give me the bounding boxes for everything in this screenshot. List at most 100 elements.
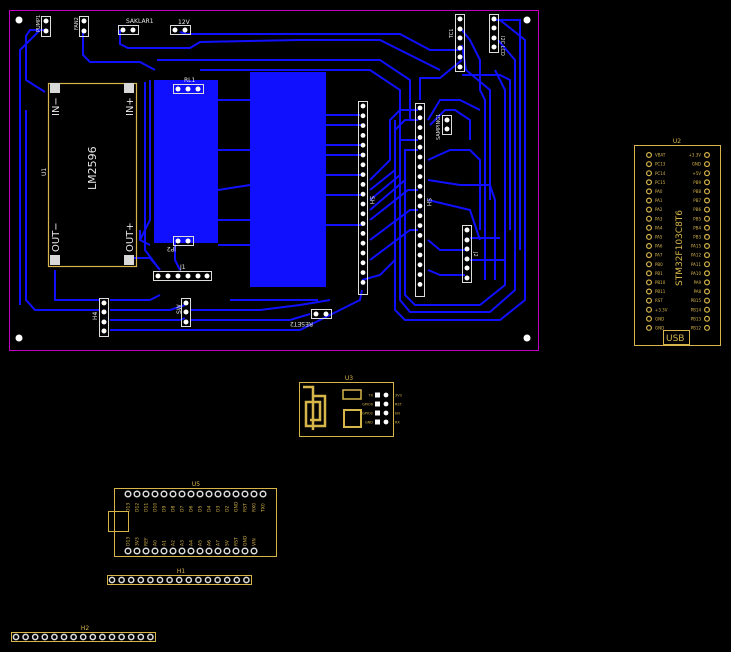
u5-top-pin	[232, 490, 240, 498]
u5-bottom-pin	[250, 547, 258, 555]
u5-top-pin-label: D7	[180, 506, 186, 512]
header-pin	[417, 272, 423, 277]
sensor-header: SAKLAR1	[118, 18, 154, 35]
u5-bottom-pin-label: 3V3	[135, 537, 141, 546]
u2-right-pin	[703, 288, 710, 295]
lm2596-module: IN− IN+ OUT− OUT+ LM2596 U1	[41, 82, 138, 268]
u5-bottom-pin-label: GND	[243, 535, 249, 546]
u2-left-pin-label: RST	[655, 298, 663, 303]
header-pin	[204, 576, 212, 584]
u5-top-pin-label: RST	[243, 503, 249, 512]
u5-bottom-pin	[214, 547, 222, 555]
u3-left-pin-label: GND	[365, 421, 373, 425]
header-pin	[417, 105, 423, 111]
u2-left-pin-label: PA1	[655, 198, 663, 203]
u2-right-pin	[703, 315, 710, 322]
header-pin	[360, 103, 366, 109]
header-pin	[185, 576, 193, 584]
u5-top-pin	[205, 490, 213, 498]
u5-bottom-pin-label: A4	[189, 540, 195, 546]
u5-bottom-pin-label: A5	[198, 540, 204, 546]
u2-left-pin-label: +3.3V	[655, 307, 668, 312]
u2-left-pin-label: PA3	[655, 216, 663, 221]
u3-pin	[383, 410, 389, 416]
u5-bottom-pin	[178, 547, 186, 555]
u2-left-pin-label: GND	[655, 316, 664, 321]
samping-header: SAMPING1	[436, 114, 452, 140]
rl1-label: RL1	[184, 77, 196, 84]
u5-top-pin-label: D11	[144, 503, 150, 512]
u2-right-pin	[703, 188, 710, 195]
header-pin	[108, 576, 116, 584]
u5-top-pin-label: D6	[189, 506, 195, 512]
u2-right-pin-label: PA8	[694, 289, 702, 294]
header-pin	[417, 144, 423, 150]
u3-pin	[375, 410, 380, 416]
header-pin	[417, 242, 423, 248]
u5-bottom-pin	[187, 547, 195, 555]
header-pin	[417, 125, 423, 130]
u5-bottom-pin	[169, 547, 177, 555]
u2-left-pin-label: PC14	[655, 171, 666, 176]
u2-part-label: STM32F103C8T6	[675, 210, 685, 286]
u2-left-pin	[645, 324, 652, 331]
u3-right-pin-label: RST	[395, 403, 403, 407]
sh2-label: SH	[425, 198, 432, 206]
u2-left-pin	[645, 170, 652, 177]
u2-left-pin	[645, 306, 652, 313]
header-pin	[51, 633, 58, 641]
u2-left-pin	[645, 315, 652, 322]
u5-bottom-pin-label: RST	[234, 537, 240, 546]
u5-bottom-pin	[160, 547, 168, 555]
u5-top-pin	[196, 490, 204, 498]
u2-right-pin-label: PB8	[693, 189, 701, 194]
u2-ref-label: U2	[673, 138, 681, 145]
h4-label: H4	[92, 311, 99, 320]
u1-label: U1	[41, 168, 48, 176]
in-minus-label: IN−	[51, 97, 62, 116]
lcd-header: I2C LCD	[489, 14, 505, 56]
u5-top-pin-label: D12	[135, 503, 141, 512]
header-pin	[223, 576, 231, 584]
u2-left-pin	[645, 297, 652, 304]
u2-left-pin-label: GND	[655, 326, 664, 331]
u2-left-pin-label: PC15	[655, 180, 666, 185]
u5-top-pin	[241, 490, 249, 498]
u2-right-pin-label: PA9	[694, 280, 702, 285]
u5-top-pin	[259, 490, 267, 498]
header-pin	[166, 576, 173, 584]
h4-header: H4	[92, 298, 109, 337]
header-pin	[360, 280, 366, 285]
header-pin	[127, 576, 135, 584]
u2-right-pin-label: PB5	[693, 216, 701, 221]
lcd-label: I2C LCD	[499, 36, 505, 56]
header-pin	[360, 270, 366, 275]
sh1-header: SH	[358, 101, 375, 295]
u2-left-pin	[645, 206, 652, 213]
u2-right-pin-label: PB13	[691, 316, 702, 321]
u5-top-pin-label: TX0	[261, 503, 267, 513]
u2-left-pin-label: VBAT	[655, 153, 666, 158]
u2-left-pin-label: PA4	[655, 225, 663, 230]
u3-left-pin-label: GPIO2	[362, 412, 373, 416]
u2-right-pin-label: PB9	[693, 180, 701, 185]
header-pin	[360, 152, 366, 158]
h1-ref-label: H1	[177, 568, 186, 575]
u2-left-pin-label: PB1	[655, 271, 663, 276]
header-pin	[417, 262, 423, 268]
header-pin	[417, 154, 423, 160]
u2-right-pin	[703, 270, 710, 277]
u2-left-pin	[645, 288, 652, 295]
out-minus-label: OUT−	[51, 222, 62, 252]
in-plus-label: IN+	[125, 97, 136, 116]
u5-top-pin	[133, 490, 141, 498]
sw-label: SW	[176, 304, 183, 314]
u2-left-pin	[645, 261, 652, 268]
u2-left-pin-label: PA7	[655, 253, 663, 258]
u2-left-pin-label: PA6	[655, 244, 663, 249]
u2-left-pin-label: PB11	[655, 289, 666, 294]
header-pin	[89, 633, 97, 641]
power-header: 12V	[170, 19, 191, 35]
header-pin	[60, 633, 68, 641]
u2-left-pin	[645, 188, 652, 195]
